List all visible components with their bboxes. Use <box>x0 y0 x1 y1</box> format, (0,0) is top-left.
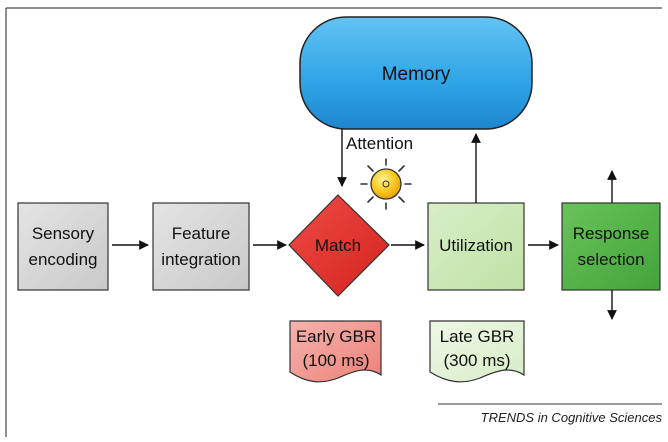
early-gbr-line2: (100 ms) <box>302 351 369 370</box>
late-gbr-line1: Late GBR <box>440 327 515 346</box>
late-gbr-note: Late GBR (300 ms) <box>429 320 525 383</box>
sensory-encoding-line2: encoding <box>28 250 97 269</box>
utilization-label: Utilization <box>439 236 513 255</box>
source-caption: TRENDS in Cognitive Sciences <box>481 410 663 425</box>
sun-icon <box>360 158 412 210</box>
memory-node: Memory <box>299 16 533 130</box>
match-label: Match <box>315 236 361 255</box>
sensory-encoding-line1: Sensory <box>32 224 95 243</box>
sensory-encoding-node: Sensory encoding <box>17 202 109 291</box>
late-gbr-line2: (300 ms) <box>443 351 510 370</box>
response-selection-line1: Response <box>573 224 650 243</box>
feature-integration-line1: Feature <box>172 224 231 243</box>
match-node: Match <box>288 194 390 297</box>
early-gbr-line1: Early GBR <box>296 327 376 346</box>
attention-label: Attention <box>346 134 413 153</box>
feature-integration-node: Feature integration <box>152 202 250 291</box>
memory-label: Memory <box>382 64 451 85</box>
feature-integration-line2: integration <box>161 250 240 269</box>
utilization-node: Utilization <box>427 202 525 291</box>
early-gbr-note: Early GBR (100 ms) <box>289 320 382 383</box>
response-selection-node: Response selection <box>561 202 661 291</box>
response-selection-line2: selection <box>577 250 644 269</box>
